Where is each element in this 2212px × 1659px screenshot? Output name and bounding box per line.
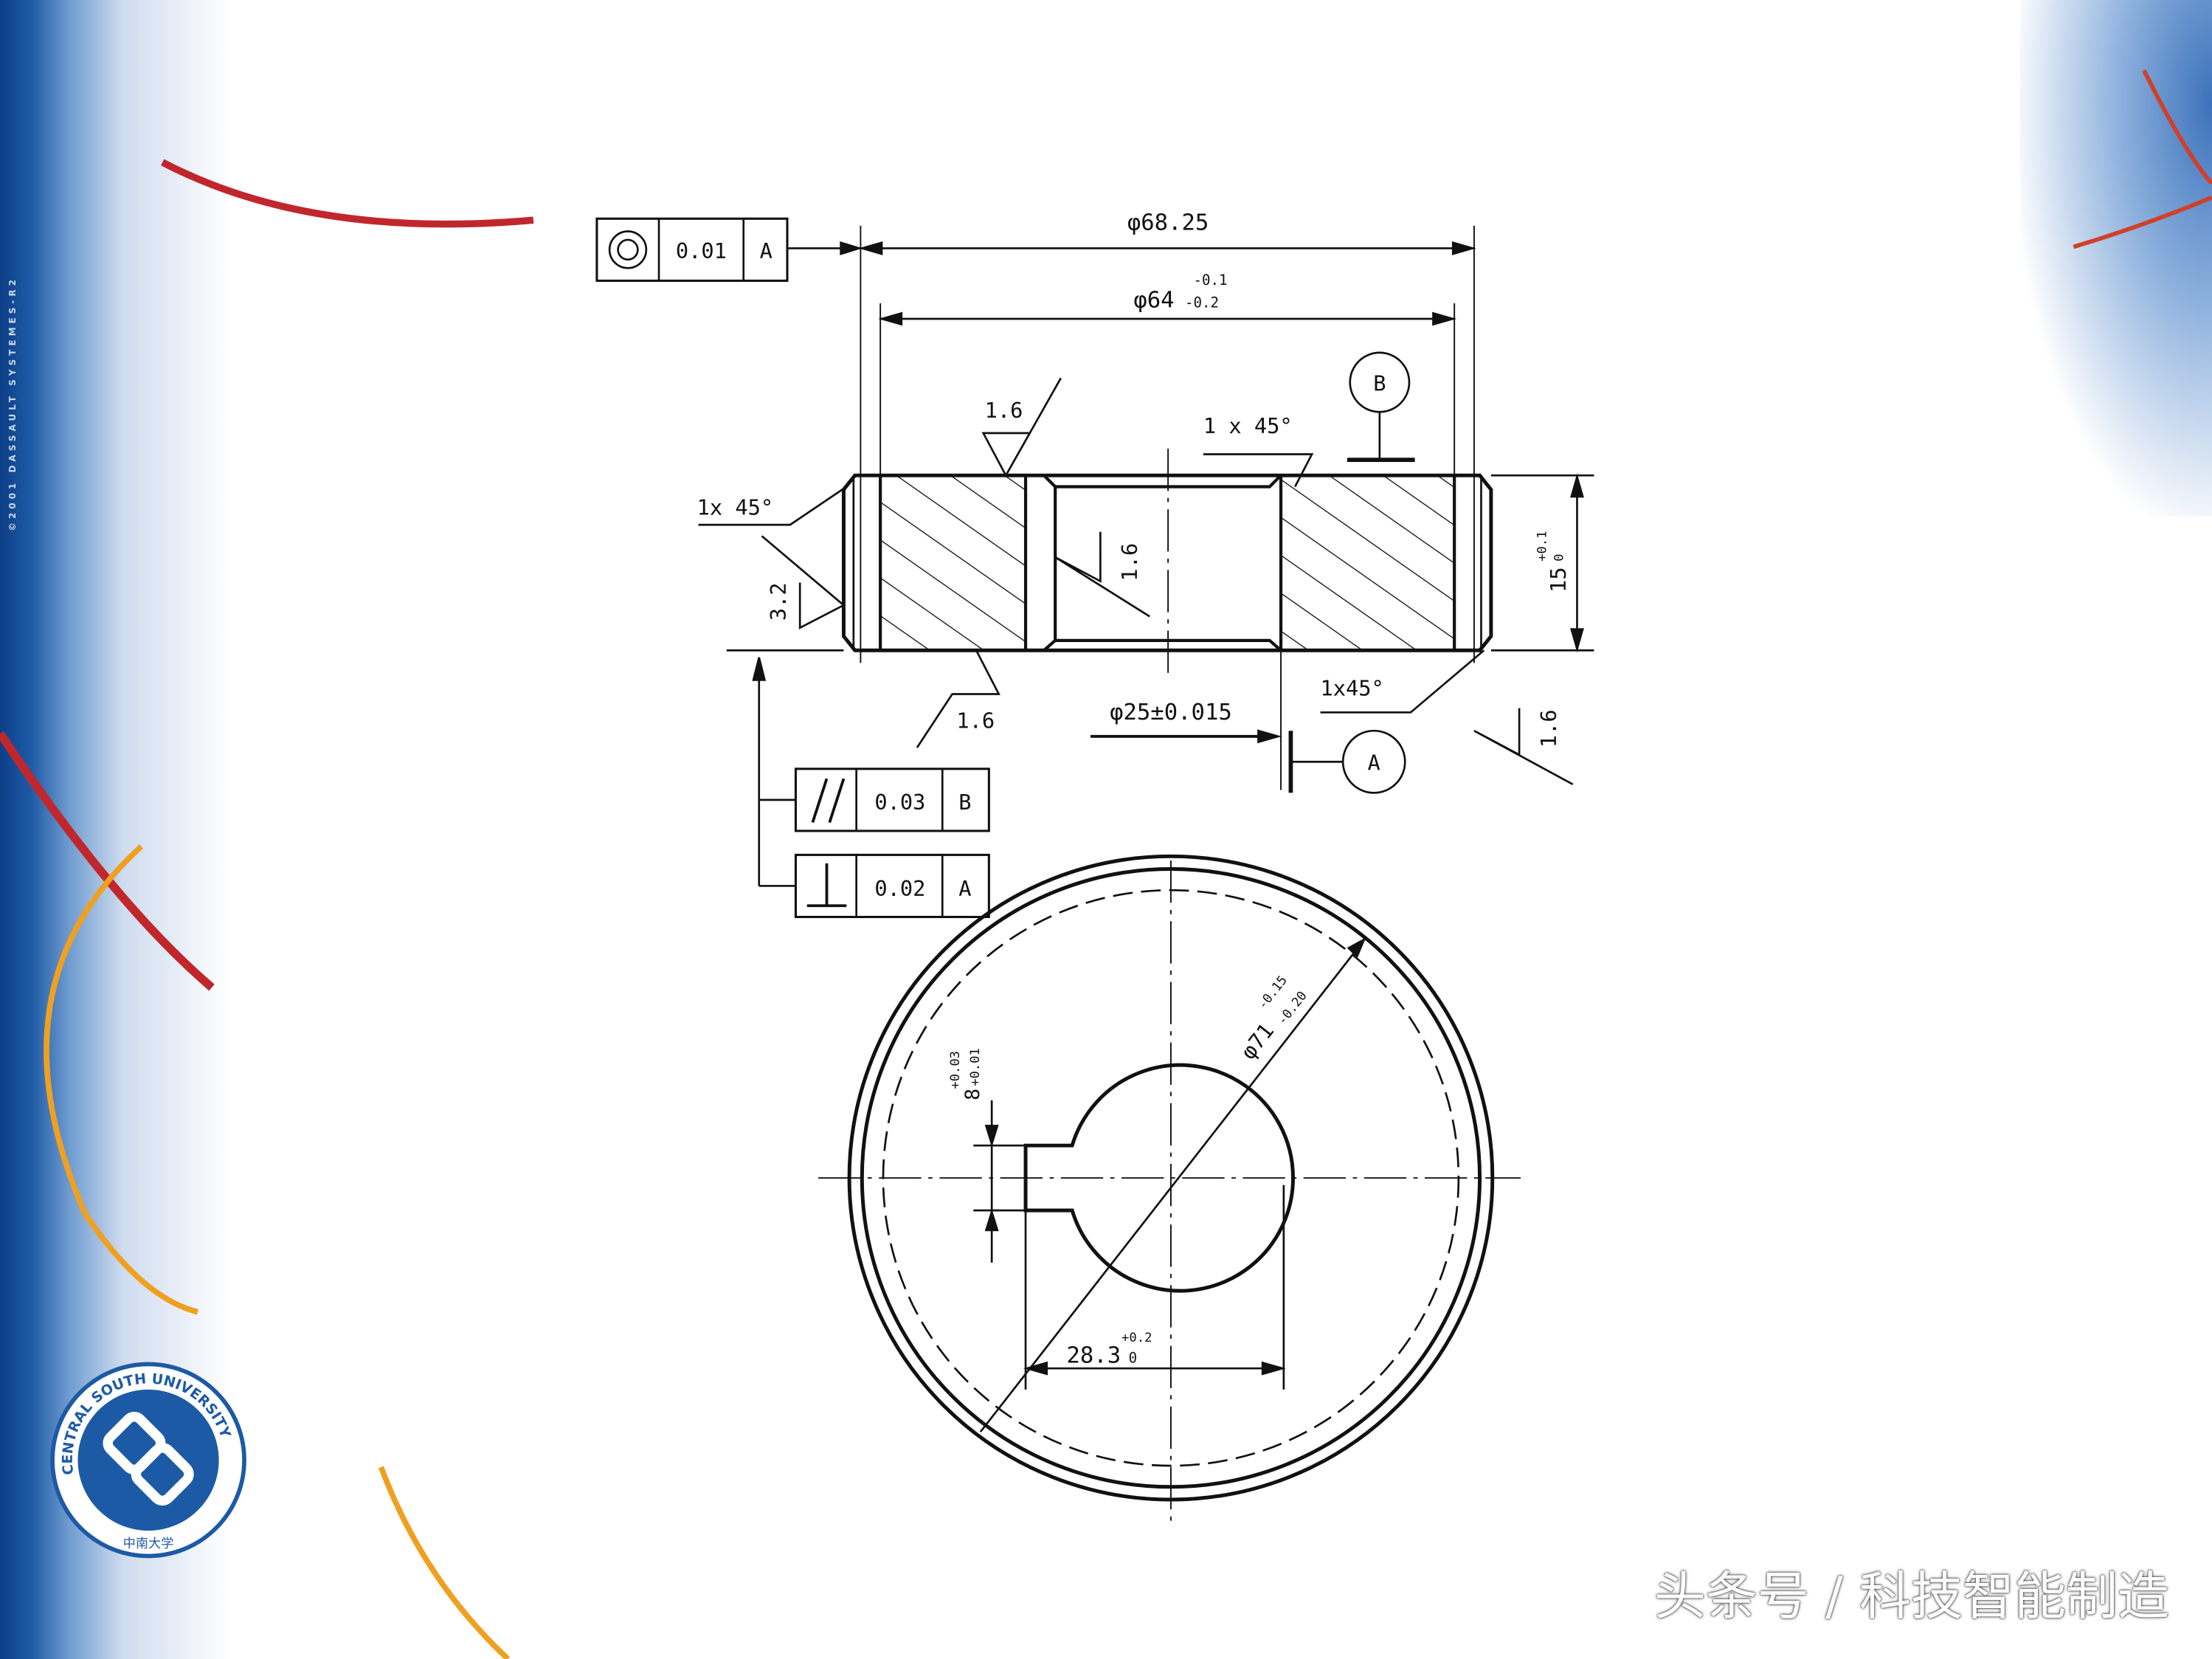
red-swoosh-right: [2073, 69, 2212, 249]
svg-text:B: B: [1373, 371, 1386, 396]
red-swoosh-left: [0, 731, 215, 991]
svg-text:3.2: 3.2: [766, 582, 791, 621]
svg-text:中南大学: 中南大学: [123, 1536, 174, 1551]
svg-text:0.01: 0.01: [676, 238, 727, 263]
fcf-perpendicularity: 0.02 A: [794, 853, 990, 919]
technical-drawing: 0.01 A φ68.25 φ64 -0.1 -0.2: [595, 210, 1594, 1524]
svg-text:28.3: 28.3: [1066, 1343, 1121, 1369]
fcf-concentricity: 0.01 A: [595, 217, 863, 282]
roughness-right-icon: [1473, 708, 1574, 786]
perpendicularity-icon: [806, 863, 847, 908]
svg-text:A: A: [958, 876, 971, 901]
roughness-top-icon: [981, 377, 1062, 477]
svg-text:1x 45°: 1x 45°: [697, 495, 774, 520]
svg-text:+0.01: +0.01: [968, 1048, 983, 1086]
svg-text:1.6: 1.6: [985, 398, 1023, 423]
svg-text:0.02: 0.02: [874, 876, 925, 901]
svg-text:1.6: 1.6: [1536, 709, 1561, 748]
svg-text:1.6: 1.6: [956, 708, 995, 733]
roughness-bore-icon: [1054, 531, 1150, 618]
svg-text:0: 0: [1552, 553, 1566, 561]
end-view: φ71 -0.15 -0.20 8 +0.03 +0.01 28.3 +0.2 …: [818, 854, 1521, 1524]
svg-text:0: 0: [1129, 1350, 1138, 1367]
svg-text:8: 8: [961, 1089, 984, 1100]
svg-text:1x45°: 1x45°: [1321, 675, 1384, 700]
svg-text:φ25±0.015: φ25±0.015: [1110, 700, 1232, 725]
svg-text:1 x 45°: 1 x 45°: [1203, 413, 1293, 438]
svg-text:+0.1: +0.1: [1535, 531, 1549, 561]
parallelism-icon: [811, 778, 846, 824]
svg-text:+0.03: +0.03: [948, 1051, 963, 1089]
orange-swoosh-left: [44, 844, 198, 1315]
svg-text:1.6: 1.6: [1117, 543, 1142, 582]
dim-outer: φ68.25: [1127, 210, 1209, 236]
svg-text:15: 15: [1546, 567, 1571, 593]
svg-text:B: B: [958, 790, 971, 815]
concentricity-icon: [608, 230, 648, 269]
svg-text:0.03: 0.03: [874, 790, 925, 815]
svg-text:-0.2: -0.2: [1185, 294, 1219, 311]
svg-text:+0.2: +0.2: [1121, 1331, 1152, 1345]
roughness-bottom-icon: [916, 649, 1000, 748]
slide-background-right: [2020, 0, 2212, 517]
roughness-left-icon: [761, 535, 846, 630]
svg-text:-0.1: -0.1: [1194, 272, 1228, 289]
svg-text:φ64: φ64: [1133, 288, 1174, 314]
svg-text:A: A: [1368, 751, 1380, 776]
datum-a-icon: [1341, 729, 1406, 794]
section-view: [726, 448, 1594, 680]
watermark: 头条号 / 科技智能制造: [1653, 1566, 2169, 1627]
university-logo: CENTRAL SOUTH UNIVERSITY 中南大学: [50, 1362, 246, 1559]
svg-text:A: A: [760, 238, 773, 263]
red-swoosh-top: [160, 159, 534, 228]
fcf-parallelism: 0.03 B: [794, 768, 990, 832]
orange-swoosh-bottom: [378, 1466, 511, 1659]
